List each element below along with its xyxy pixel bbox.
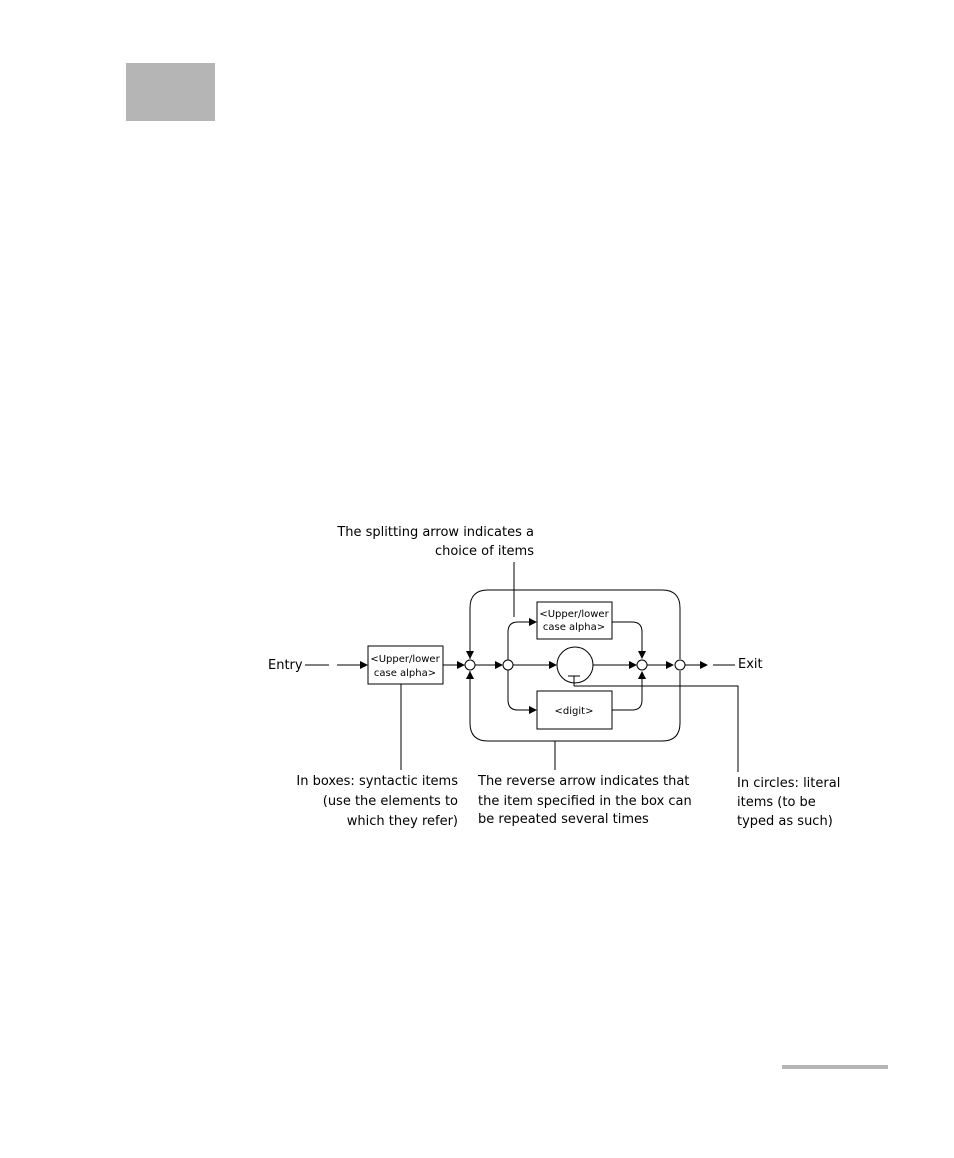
annotation-reverse-line2: the item specified in the box can [478, 794, 692, 809]
annotation-boxes-line1: In boxes: syntactic items [296, 774, 458, 789]
reverse-loop-bottom [469, 671, 681, 742]
entry-box-label-line2: case alpha> [374, 668, 436, 679]
annotation-reverse-line3: be repeated several times [478, 812, 649, 827]
literal-circle [556, 646, 594, 684]
annotation-circles-line2: items (to be [737, 795, 816, 810]
annotation-circles-line3: typed as such) [737, 814, 833, 829]
annotation-splitting-line2: choice of items [435, 544, 534, 559]
callout-circles-leader [574, 685, 739, 772]
footer-rule [782, 1065, 888, 1069]
annotation-boxes-line2: (use the elements to [323, 794, 458, 809]
exit-label: Exit [738, 657, 763, 672]
reverse-loop-top [469, 589, 681, 659]
upper-syntax-box [536, 601, 613, 640]
node-loop-start [464, 659, 476, 671]
annotation-boxes-line3: which they refer) [347, 814, 458, 829]
node-loop-end [674, 659, 686, 671]
digit-box-label: <digit> [555, 706, 594, 717]
annotation-splitting-line1: The splitting arrow indicates a [336, 525, 534, 540]
annotation-circles-line1: In circles: literal [737, 776, 840, 791]
node-split [502, 659, 514, 671]
upper-box-label-line2: case alpha> [543, 622, 605, 633]
node-merge [636, 659, 648, 671]
entry-label: Entry [268, 658, 303, 673]
annotation-reverse-line1: The reverse arrow indicates that [477, 774, 689, 789]
upper-merge-branch [612, 621, 646, 659]
upper-box-label-line1: <Upper/lower [539, 609, 609, 620]
entry-box-label-line1: <Upper/lower [370, 654, 440, 665]
split-upper-branch [507, 618, 537, 660]
lower-merge-branch [612, 671, 646, 711]
split-lower-branch [507, 670, 537, 714]
